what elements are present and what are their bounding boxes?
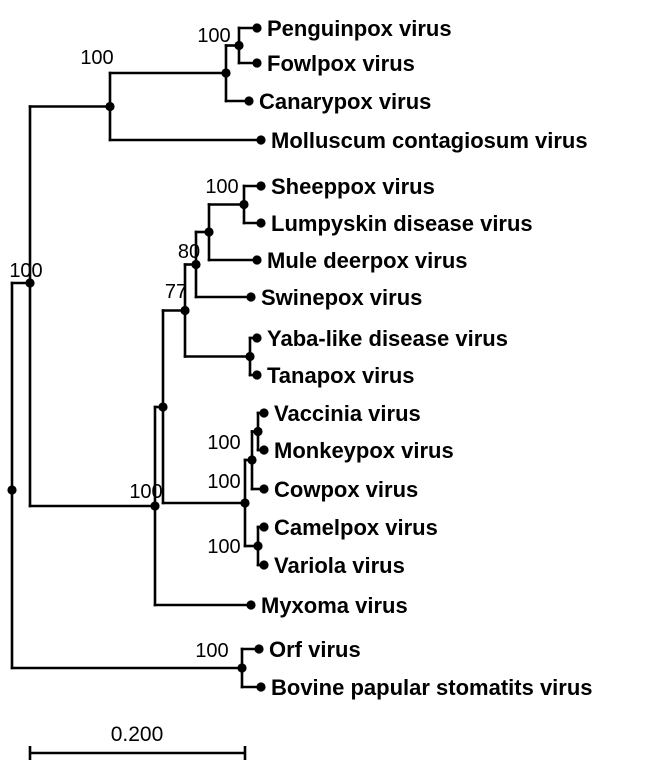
bootstrap-value: 100 [9, 260, 42, 282]
taxon-label: Lumpyskin disease virus [271, 211, 533, 236]
taxon-tip-dot [252, 255, 262, 265]
bootstrap-value: 80 [178, 241, 200, 263]
bootstrap-value: 100 [207, 432, 240, 454]
tree-node-dot [239, 199, 249, 210]
tree-node-dot [221, 68, 231, 78]
tree-node-dot [7, 485, 17, 495]
taxon-label: Swinepox virus [261, 285, 422, 310]
taxon-tip-dot [256, 218, 266, 228]
taxon-tip-dot [259, 408, 269, 418]
taxon-tip-dot [259, 522, 269, 532]
taxon-tip-dot [254, 644, 264, 654]
tree-node-dot [25, 278, 35, 288]
tree-node-dot [204, 227, 214, 237]
taxon-tip-dot [256, 181, 266, 191]
taxon-tip-dot [256, 682, 266, 692]
tree-node-dot [191, 259, 201, 270]
taxon-label: Mule deerpox virus [267, 248, 468, 273]
tree-node-dot [105, 101, 115, 112]
taxon-label: Sheeppox virus [271, 174, 435, 199]
bootstrap-value: 100 [205, 176, 238, 198]
taxon-label: Fowlpox virus [267, 51, 415, 76]
bootstrap-value: 100 [129, 481, 162, 503]
taxon-label: Yaba-like disease virus [267, 326, 508, 351]
bootstrap-value: 100 [207, 536, 240, 558]
taxon-tip-dot [252, 23, 262, 33]
taxon-label: Molluscum contagiosum virus [271, 128, 588, 153]
bootstrap-value: 77 [165, 281, 187, 303]
taxon-tip-dot [259, 560, 269, 570]
taxon-label: Camelpox virus [274, 515, 438, 540]
taxon-label: Cowpox virus [274, 477, 418, 502]
tree-node-dot [150, 501, 160, 511]
tree-node-dot [253, 541, 263, 551]
tree-node-dot [247, 455, 257, 465]
taxon-label: Variola virus [274, 553, 405, 578]
scale-bar-label: 0.200 [111, 723, 164, 746]
taxon-tip-dot [252, 333, 262, 343]
taxon-label: Tanapox virus [267, 363, 415, 388]
taxon-tip-dot [246, 292, 256, 302]
bootstrap-value: 100 [195, 640, 228, 662]
taxon-tip-dot [252, 370, 262, 380]
taxon-tip-dot [244, 96, 254, 106]
taxon-label: Vaccinia virus [274, 401, 421, 426]
tree-node-dot [253, 426, 263, 437]
taxon-label: Penguinpox virus [267, 16, 452, 41]
taxon-label: Myxoma virus [261, 593, 408, 618]
tree-node-dot [234, 40, 244, 51]
taxon-label: Canarypox virus [259, 89, 431, 114]
taxon-tip-dot [259, 445, 269, 455]
tree-node-dot [240, 498, 250, 508]
tree-node-dot [245, 351, 255, 362]
bootstrap-value: 100 [80, 47, 113, 69]
taxon-tip-dot [259, 484, 269, 494]
tree-node-dot [180, 305, 190, 316]
tree-node-dot [237, 663, 247, 673]
taxon-label: Orf virus [269, 637, 361, 662]
tree-node-dot [158, 402, 168, 412]
taxon-tip-dot [256, 135, 266, 145]
taxon-tip-dot [252, 58, 262, 68]
taxon-tip-dot [246, 600, 256, 610]
taxon-label: Monkeypox virus [274, 438, 454, 463]
taxon-label: Bovine papular stomatits virus [271, 675, 593, 700]
bootstrap-value: 100 [207, 471, 240, 493]
bootstrap-value: 100 [197, 25, 230, 47]
